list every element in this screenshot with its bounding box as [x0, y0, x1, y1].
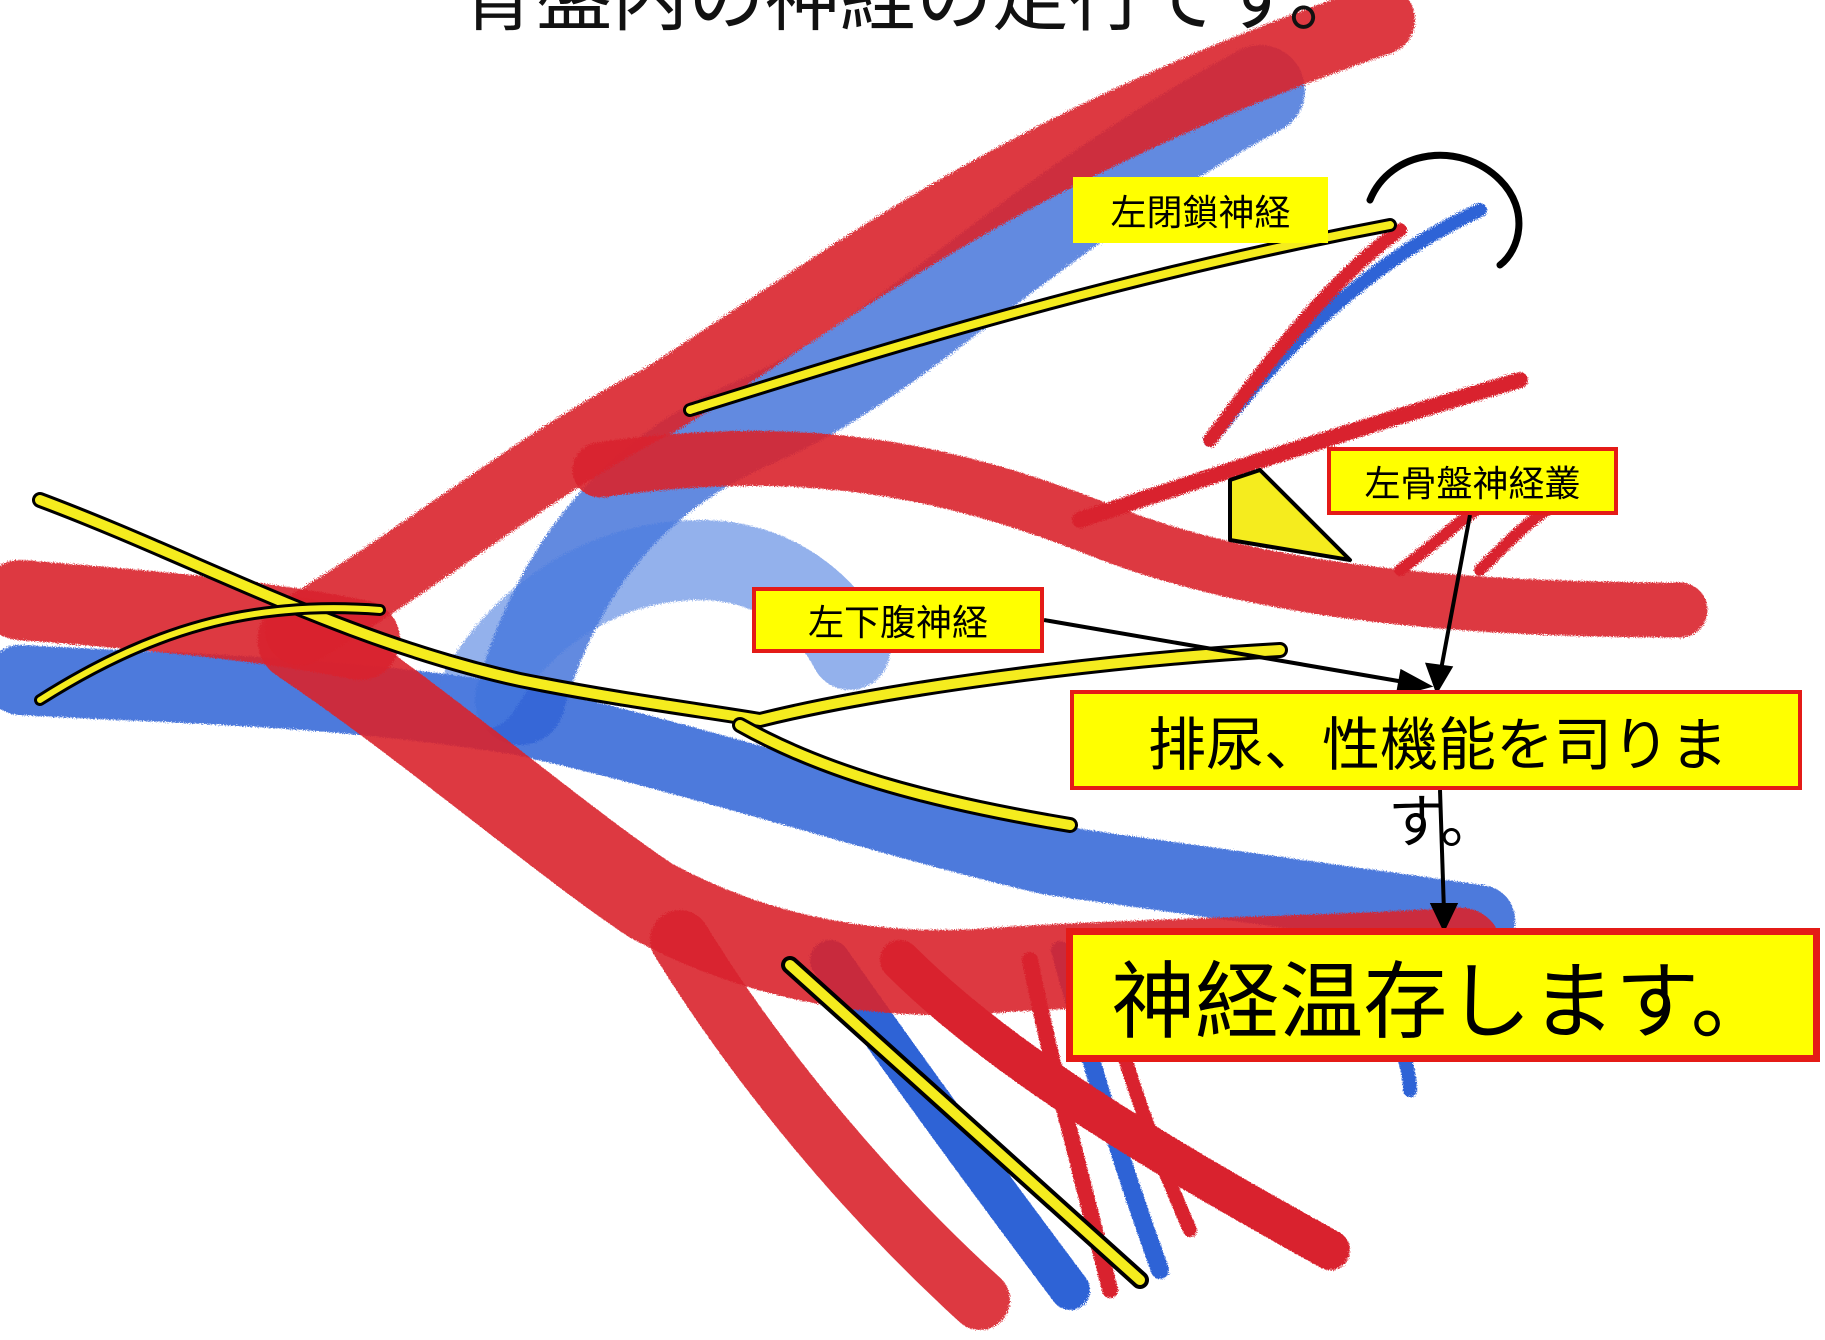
arrow-hypogastric-to-function — [1043, 618, 1411, 685]
lower-nerve-bar — [785, 960, 1145, 1285]
label-left-pelvic-plexus: 左骨盤神経叢 — [1327, 447, 1618, 515]
hypogastric-lower-branch — [735, 720, 1075, 830]
label-function: 排尿、性機能を司りま — [1070, 690, 1802, 790]
lower-artery-branch-1 — [650, 910, 1010, 1330]
obturator-artery — [1203, 223, 1407, 447]
external-iliac-artery — [265, 0, 1415, 665]
arrow-function-to-preserve — [1438, 789, 1446, 913]
label-function-continuation: す。 — [1388, 788, 1499, 856]
hypogastric-nerve — [35, 495, 1285, 725]
label-left-hypogastric-nerve: 左下腹神経 — [752, 587, 1044, 653]
arrow-plexus-to-function — [1438, 514, 1472, 676]
crossing-nerve — [37, 605, 383, 703]
label-left-obturator-nerve: 左閉鎖神経 — [1073, 177, 1328, 243]
lower-artery-branch-2 — [880, 940, 1350, 1270]
arrow-group — [1043, 514, 1472, 933]
pelvic-plexus — [1228, 468, 1352, 562]
page-title: 骨盤内の神経の走行です。 — [0, 0, 1825, 40]
common-iliac-vein — [0, 645, 1515, 955]
obturator-canal-arc — [1366, 151, 1523, 269]
nerve-group — [32, 218, 1397, 1289]
obturator-nerve — [686, 221, 1394, 414]
label-nerve-preservation: 神経温存します。 — [1066, 928, 1820, 1062]
arrowhead-function-to-preserve — [1429, 903, 1459, 933]
arrowhead-plexus-to-function — [1425, 662, 1454, 695]
upper-artery-branch — [572, 430, 1708, 638]
upper-artery-sub-branch — [1072, 372, 1528, 528]
